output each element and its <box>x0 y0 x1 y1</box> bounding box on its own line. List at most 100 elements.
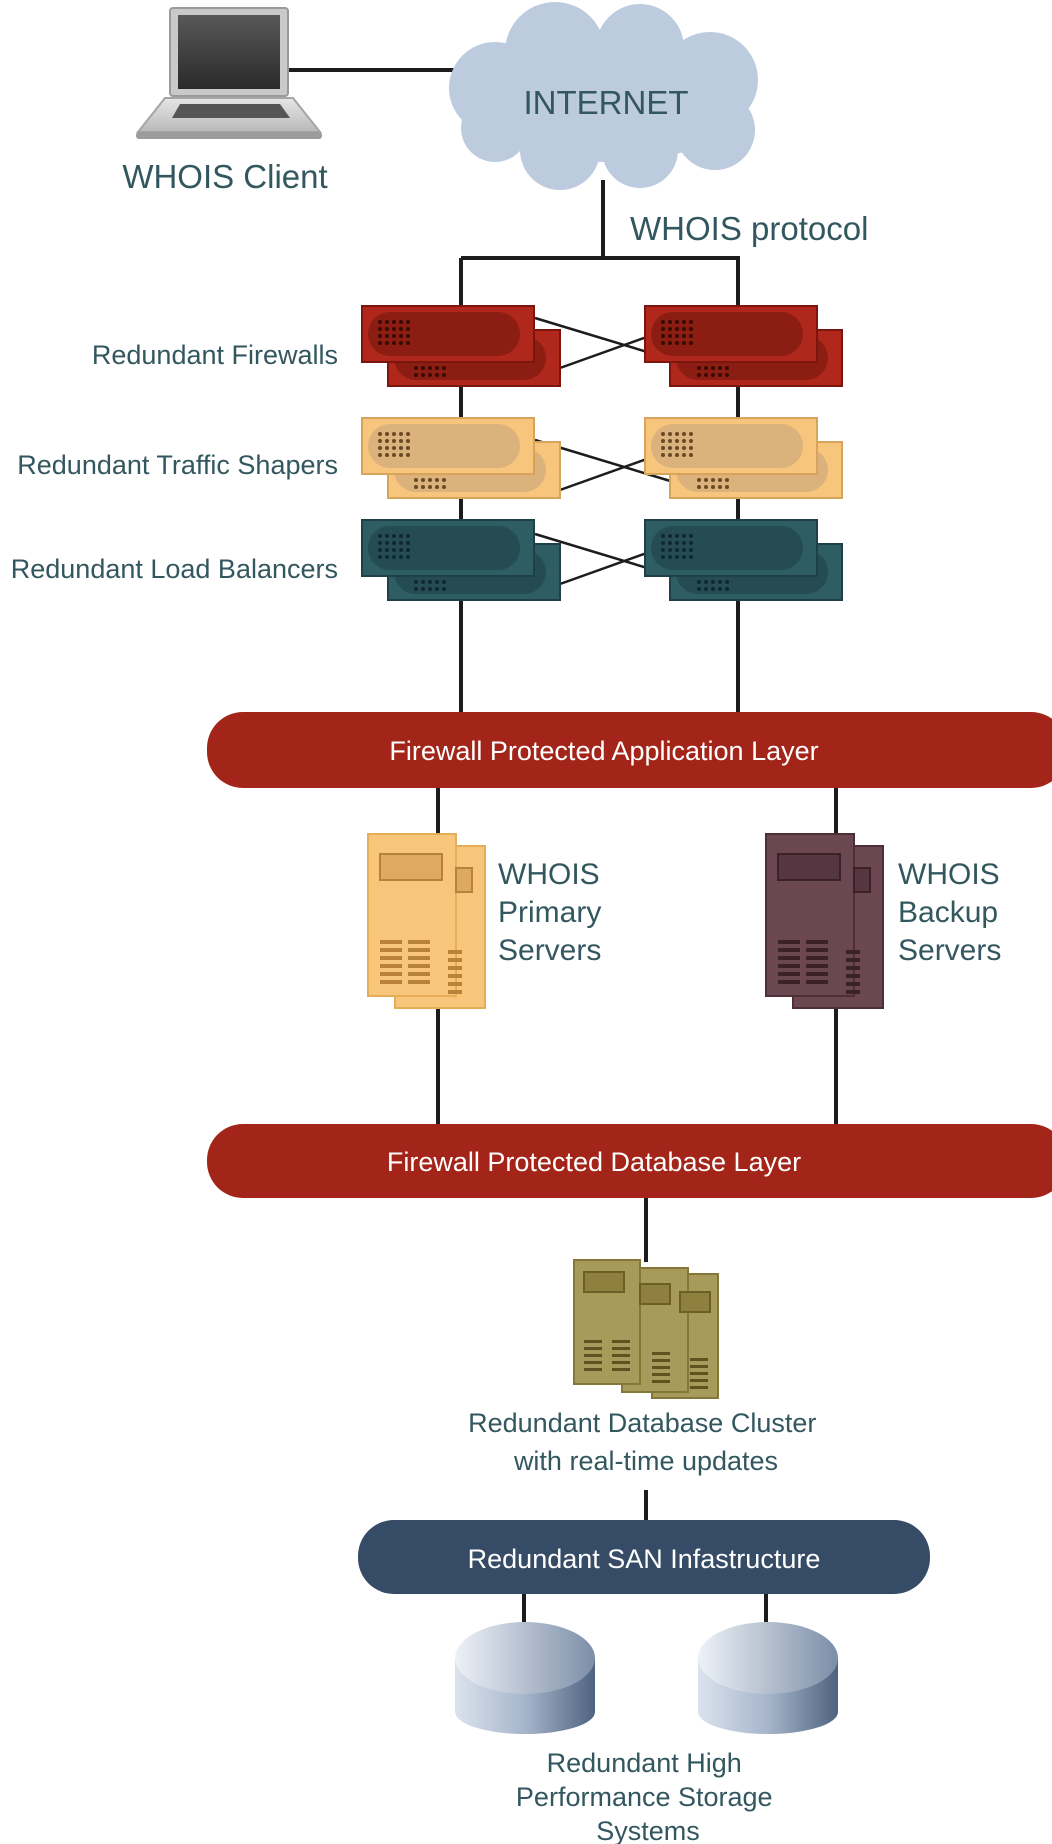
vent-dot <box>675 432 679 436</box>
traffic-shaper-device-right <box>644 417 843 499</box>
storage-disk-icon-right <box>698 1622 838 1734</box>
vent-slot <box>408 964 430 968</box>
vent-dot <box>392 453 396 457</box>
vent-slot <box>690 1386 708 1389</box>
vent-dot <box>689 341 693 345</box>
vent-slot <box>806 980 828 984</box>
vent-dot <box>421 485 425 489</box>
vent-slot <box>778 980 800 984</box>
vent-dot <box>406 555 410 559</box>
vent-dot <box>725 478 729 482</box>
vent-slot <box>806 972 828 976</box>
vent-dot <box>385 548 389 552</box>
vent-dot <box>668 555 672 559</box>
storage-disk-icon-left <box>455 1622 595 1734</box>
primary-server-vents <box>380 940 462 994</box>
vent-slot <box>408 972 430 976</box>
vent-dot <box>675 320 679 324</box>
vent-dot <box>392 541 396 545</box>
vent-dot <box>661 341 665 345</box>
vent-dot <box>428 373 432 377</box>
vent-slot <box>690 1365 708 1368</box>
vent-dot <box>682 453 686 457</box>
vent-dot <box>442 485 446 489</box>
vent-dot <box>428 587 432 591</box>
vent-dot <box>421 478 425 482</box>
vent-dot <box>682 534 686 538</box>
vent-dot <box>414 478 418 482</box>
vent-dot <box>399 446 403 450</box>
storage-systems-label: Redundant High Performance Storage Syste… <box>516 1748 780 1844</box>
vent-dot <box>392 334 396 338</box>
vent-slot <box>584 1361 602 1364</box>
vent-slot <box>690 1379 708 1382</box>
vent-dot <box>392 341 396 345</box>
vent-dot <box>421 580 425 584</box>
vent-dot <box>428 580 432 584</box>
vent-slot <box>778 972 800 976</box>
vent-slot <box>380 964 402 968</box>
vent-slot <box>778 964 800 968</box>
vent-dot <box>442 587 446 591</box>
vent-dot <box>385 534 389 538</box>
firewall-device-right <box>644 305 843 387</box>
vent-dot <box>661 439 665 443</box>
vent-slot <box>778 956 800 960</box>
vent-dot <box>661 334 665 338</box>
vent-slot <box>612 1368 630 1371</box>
vent-dot <box>711 478 715 482</box>
backup-servers-icon <box>765 833 884 1009</box>
vent-slot <box>584 1340 602 1343</box>
vent-dot <box>711 366 715 370</box>
vent-dot <box>406 320 410 324</box>
vent-slot <box>846 958 860 962</box>
vent-slot <box>612 1361 630 1364</box>
vent-dot <box>682 541 686 545</box>
vent-dot <box>378 548 382 552</box>
vent-dot <box>406 327 410 331</box>
vent-dot <box>385 446 389 450</box>
vent-dot <box>414 580 418 584</box>
vent-dot <box>378 446 382 450</box>
vent-dot <box>378 541 382 545</box>
vent-dot <box>661 555 665 559</box>
vent-dot <box>711 373 715 377</box>
vent-slot <box>846 982 860 986</box>
vent-dot <box>725 366 729 370</box>
vent-slot <box>806 940 828 944</box>
vent-dot <box>385 439 389 443</box>
vent-dot <box>668 534 672 538</box>
vent-dot <box>406 432 410 436</box>
vent-dot <box>399 327 403 331</box>
vent-dot <box>689 555 693 559</box>
vent-dot <box>718 587 722 591</box>
vent-dot <box>406 541 410 545</box>
vent-dot <box>675 327 679 331</box>
vent-slot <box>408 956 430 960</box>
vent-dot <box>682 320 686 324</box>
vent-dot <box>385 453 389 457</box>
vent-dot <box>689 432 693 436</box>
redundant-traffic-shapers-label: Redundant Traffic Shapers <box>17 450 338 480</box>
vent-dot <box>711 587 715 591</box>
vent-dot <box>661 432 665 436</box>
application-layer-bar <box>207 712 1052 788</box>
vent-slot <box>652 1359 670 1362</box>
vent-dot <box>689 334 693 338</box>
vent-dot <box>697 587 701 591</box>
vent-dot <box>378 439 382 443</box>
traffic-shaper-device-left <box>361 417 561 499</box>
vent-dot <box>697 478 701 482</box>
vent-dot <box>675 541 679 545</box>
vent-dot <box>442 580 446 584</box>
vent-dot <box>675 439 679 443</box>
cloud-icon <box>449 2 758 190</box>
vent-dot <box>392 432 396 436</box>
vent-slot <box>778 940 800 944</box>
vent-dot <box>682 341 686 345</box>
load-balancer-device-left <box>361 519 561 601</box>
vent-dot <box>406 446 410 450</box>
vent-dot <box>406 439 410 443</box>
vent-dot <box>414 485 418 489</box>
